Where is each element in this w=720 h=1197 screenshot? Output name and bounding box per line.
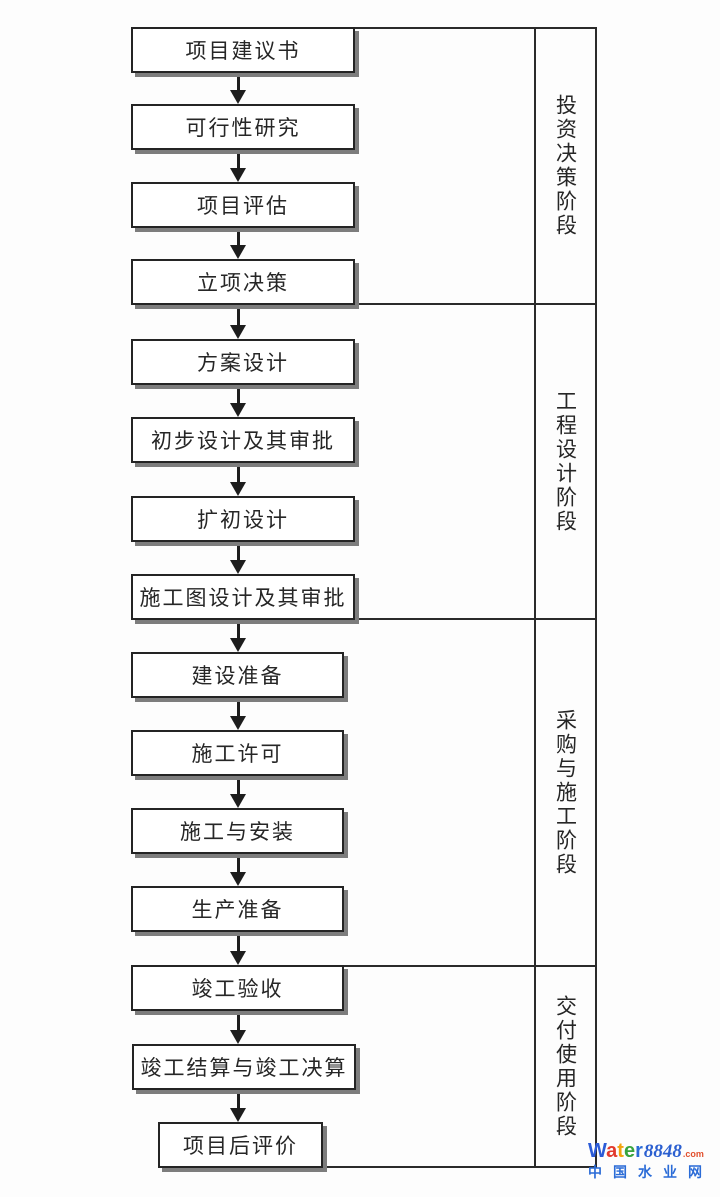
arrow-stem <box>236 698 240 716</box>
arrow-stem <box>236 1011 240 1030</box>
flow-step-3-project-evaluation: 项目评估 <box>131 182 355 228</box>
flow-arrow-down <box>230 932 246 965</box>
flow-arrow-down <box>230 150 246 182</box>
arrow-stem <box>236 305 240 325</box>
flow-arrow-down <box>230 73 246 104</box>
arrow-stem <box>236 1090 240 1108</box>
arrow-head-icon <box>230 872 246 886</box>
arrow-stem <box>236 228 240 245</box>
flow-arrow-down <box>230 854 246 886</box>
arrow-head-icon <box>230 794 246 808</box>
arrow-head-icon <box>230 325 246 339</box>
arrow-stem <box>236 463 240 482</box>
arrow-head-icon <box>230 245 246 259</box>
flow-step-10-construction-permit: 施工许可 <box>131 730 344 776</box>
flow-arrow-down <box>230 542 246 574</box>
phase-divider-3 <box>344 965 597 967</box>
phase-cell-procurement-construction: 采购与施工阶段 <box>534 620 597 965</box>
phase-divider-1 <box>353 303 597 305</box>
flow-step-8-construction-drawings: 施工图设计及其审批 <box>131 574 355 620</box>
flow-arrow-down <box>230 620 246 652</box>
watermark-subtitle: 中国水业网 <box>588 1164 713 1180</box>
phase-bottom-line <box>321 1166 597 1168</box>
arrow-stem <box>236 776 240 794</box>
flow-arrow-down <box>230 698 246 730</box>
arrow-stem <box>236 150 240 168</box>
flow-step-4-approval-decision: 立项决策 <box>131 259 355 305</box>
flow-arrow-down <box>230 776 246 808</box>
arrow-head-icon <box>230 1108 246 1122</box>
phase-divider-2 <box>353 618 597 620</box>
flow-step-5-scheme-design: 方案设计 <box>131 339 355 385</box>
arrow-stem <box>236 932 240 951</box>
arrow-head-icon <box>230 560 246 574</box>
phase-cell-engineering-design: 工程设计阶段 <box>534 305 597 618</box>
phase-column-right-line <box>595 27 597 1168</box>
phase-label: 交付使用阶段 <box>553 994 578 1139</box>
flow-step-13-completion-acceptance: 竣工验收 <box>131 965 344 1011</box>
arrow-stem <box>236 542 240 560</box>
phase-label: 工程设计阶段 <box>553 389 578 534</box>
arrow-head-icon <box>230 90 246 104</box>
flow-step-9-construction-prep: 建设准备 <box>131 652 344 698</box>
flow-step-14-completion-settlement: 竣工结算与竣工决算 <box>132 1044 356 1090</box>
flow-step-15-post-evaluation: 项目后评价 <box>158 1122 323 1168</box>
arrow-head-icon <box>230 168 246 182</box>
flow-step-2-feasibility-study: 可行性研究 <box>131 104 355 150</box>
flow-step-7-expanded-design: 扩初设计 <box>131 496 355 542</box>
arrow-head-icon <box>230 951 246 965</box>
phase-top-line <box>353 27 597 29</box>
flow-step-6-preliminary-design: 初步设计及其审批 <box>131 417 355 463</box>
arrow-stem <box>236 385 240 403</box>
phase-label: 采购与施工阶段 <box>553 708 578 877</box>
arrow-stem <box>236 854 240 872</box>
flow-arrow-down <box>230 305 246 339</box>
flow-arrow-down <box>230 463 246 496</box>
flow-arrow-down <box>230 385 246 417</box>
flow-step-12-production-prep: 生产准备 <box>131 886 344 932</box>
arrow-head-icon <box>230 716 246 730</box>
watermark-word: Water <box>588 1140 643 1162</box>
arrow-stem <box>236 620 240 638</box>
flow-step-1-project-proposal: 项目建议书 <box>131 27 355 73</box>
phase-label: 投资决策阶段 <box>553 94 578 238</box>
arrow-head-icon <box>230 482 246 496</box>
arrow-head-icon <box>230 638 246 652</box>
arrow-head-icon <box>230 403 246 417</box>
flow-arrow-down <box>230 228 246 259</box>
flow-arrow-down <box>230 1090 246 1122</box>
phase-cell-investment-decision: 投资决策阶段 <box>534 29 597 303</box>
phase-column-left-line <box>534 27 536 1168</box>
phase-cell-delivery-use: 交付使用阶段 <box>534 967 597 1166</box>
arrow-head-icon <box>230 1030 246 1044</box>
flow-step-11-construction-install: 施工与安装 <box>131 808 344 854</box>
watermark-tld: .com <box>682 1149 704 1159</box>
watermark-number: 8848 <box>643 1141 682 1162</box>
flow-arrow-down <box>230 1011 246 1044</box>
arrow-stem <box>236 73 240 90</box>
